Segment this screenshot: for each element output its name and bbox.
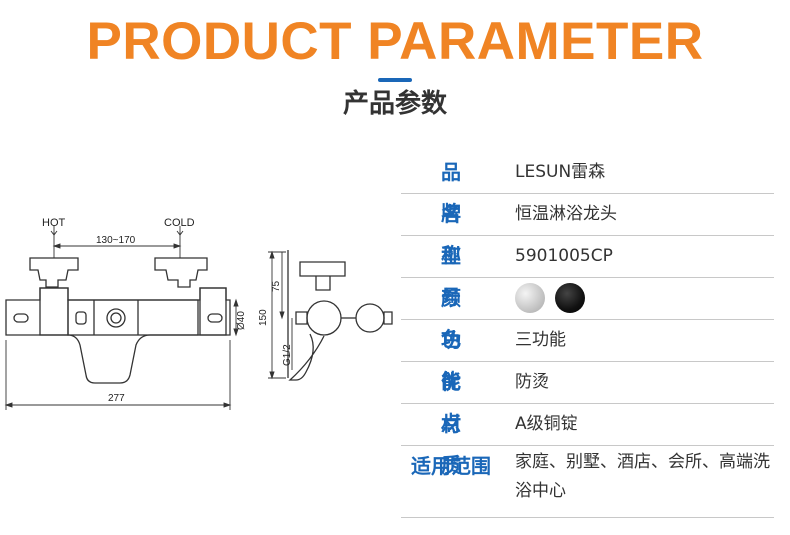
param-row-function: 功 能 三功能 <box>401 320 774 393</box>
param-value: 恒温淋浴龙头 <box>515 204 617 224</box>
param-row-scope: 适用范围 家庭、别墅、酒店、会所、高端洗浴中心 <box>401 446 774 518</box>
top-span-dimension: 130~170 <box>96 235 136 246</box>
side-body <box>306 300 342 336</box>
right-handle <box>154 257 208 288</box>
parameter-table: 品 牌 LESUN雷森 名 称 恒温淋浴龙头 型 号 5901005CP 颜 色… <box>401 152 774 518</box>
right-eccentric <box>199 287 227 336</box>
param-label: 型 号 <box>441 244 475 309</box>
param-row-color: 颜 色 <box>401 278 774 351</box>
technical-drawing: HOT COLD 130~170 277 Ø40 150 75 G1/2 <box>4 217 393 410</box>
page-title: PRODUCT PARAMETER <box>86 12 704 71</box>
param-value: A级铜锭 <box>515 414 578 434</box>
param-label: 名 称 <box>441 202 475 267</box>
hot-inlet-arrow <box>50 226 58 236</box>
param-label: 颜 色 <box>441 286 475 351</box>
param-label: 材 质 <box>441 412 475 477</box>
side-spout <box>288 333 325 381</box>
side-handle <box>299 261 346 277</box>
cold-label: COLD <box>164 217 195 229</box>
height-dimension: 150 <box>258 309 269 326</box>
param-row-name: 名 称 恒温淋浴龙头 <box>401 194 774 267</box>
left-eccentric <box>39 287 69 336</box>
diameter-dimension: Ø40 <box>236 311 247 330</box>
thread-dimension: G1/2 <box>282 344 293 366</box>
color-swatches <box>515 278 590 319</box>
black-color-swatch <box>555 283 586 313</box>
chrome-color-swatch <box>515 283 545 313</box>
left-handle <box>29 257 79 288</box>
cold-inlet-arrow <box>176 226 184 236</box>
title-divider <box>378 78 412 82</box>
offset-dimension: 75 <box>271 280 282 292</box>
param-value: 家庭、别墅、酒店、会所、高端洗浴中心 <box>515 452 770 501</box>
param-label: 品 牌 <box>441 160 475 225</box>
param-value: 防烫 <box>515 372 549 392</box>
param-label: 优 点 <box>441 370 475 435</box>
param-value: 5901005CP <box>515 246 613 266</box>
param-row-advantage: 优 点 防烫 <box>401 362 774 435</box>
hot-label: HOT <box>42 217 66 229</box>
diverter-knob <box>106 308 126 328</box>
param-value: 三功能 <box>515 330 566 350</box>
valve-cartridge <box>67 299 199 336</box>
param-row-material: 材 质 A级铜锭 <box>401 404 774 477</box>
page-subtitle: 产品参数 <box>342 89 447 119</box>
param-label: 适用范围 <box>411 454 491 478</box>
faucet-body-outline <box>5 287 231 384</box>
param-row-model: 型 号 5901005CP <box>401 236 774 309</box>
width-dimension: 277 <box>108 393 125 404</box>
param-value: LESUN雷森 <box>515 162 606 182</box>
param-label: 功 能 <box>441 328 475 393</box>
param-row-brand: 品 牌 LESUN雷森 <box>401 152 774 225</box>
